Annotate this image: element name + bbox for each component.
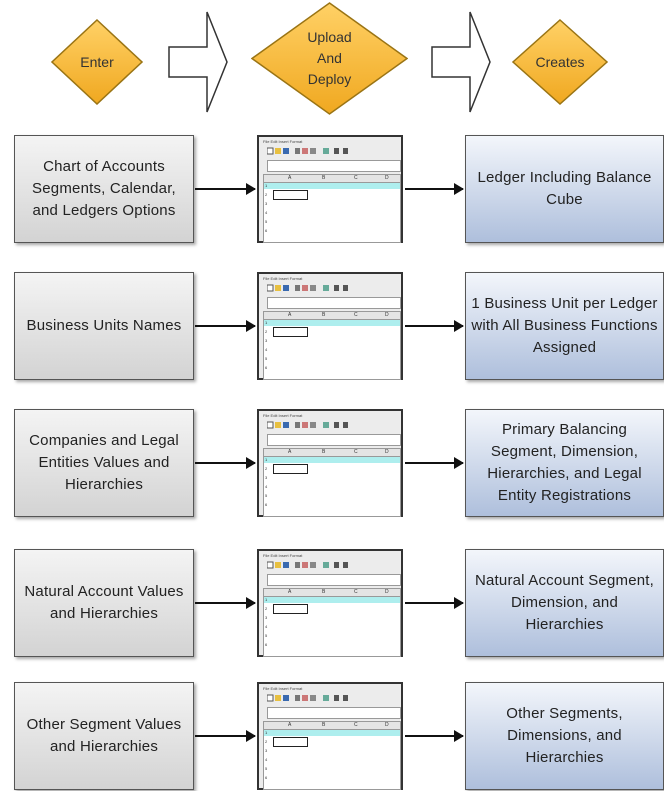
selected-cell	[273, 464, 308, 474]
spreadsheet-icon-4: File Edit Insert Format A B C D 1 2 3 4 …	[257, 549, 403, 657]
spreadsheet-icon-3: File Edit Insert Format A B C D 1 2 3 4 …	[257, 409, 403, 517]
sheet-grid: A B C D 1 2 3 4 5 6	[263, 174, 401, 243]
input-box-1: Chart of Accounts Segments, Calendar, an…	[14, 135, 194, 243]
input-box-3: Companies and Legal Entities Values and …	[14, 409, 194, 517]
output-box-5: Other Segments, Dimensions, and Hierarch…	[465, 682, 664, 790]
toolbar-icons	[267, 147, 348, 155]
formula-bar	[267, 160, 401, 172]
diamond-enter: Enter	[51, 19, 143, 105]
big-arrow-1	[168, 11, 228, 113]
formula-bar	[267, 707, 401, 719]
diamond-shape	[251, 2, 408, 115]
input-box-5: Other Segment Values and Hierarchies	[14, 682, 194, 790]
output-box-1: Ledger Including Balance Cube	[465, 135, 664, 243]
output-box-3: Primary Balancing Segment, Dimension, Hi…	[465, 409, 664, 517]
connector-arrow-1a	[195, 183, 256, 195]
sheet-grid: A B C D 1 2 3 4 5 6	[263, 588, 401, 657]
spreadsheet-icon-1: File Edit Insert Format A B C D 1 2 3 4 …	[257, 135, 403, 243]
connector-arrow-3b	[405, 457, 464, 469]
toolbar-icons	[267, 561, 348, 569]
spreadsheet-menu: File Edit Insert Format	[263, 276, 303, 281]
input-box-2: Business Units Names	[14, 272, 194, 380]
spreadsheet-icon-5: File Edit Insert Format A B C D 1 2 3 4 …	[257, 682, 403, 790]
diamond-shape	[51, 19, 143, 105]
toolbar-icons	[267, 284, 348, 292]
diamond-shape	[512, 19, 608, 105]
diamond-upload: Upload And Deploy	[251, 2, 408, 115]
toolbar-icons	[267, 421, 348, 429]
diamond-label-upload: Upload And Deploy	[307, 29, 352, 87]
formula-bar	[267, 574, 401, 586]
connector-arrow-2a	[195, 320, 256, 332]
spreadsheet-menu: File Edit Insert Format	[263, 686, 303, 691]
connector-arrow-5a	[195, 730, 256, 742]
selected-cell	[273, 737, 308, 747]
diamond-creates: Creates	[512, 19, 608, 105]
spreadsheet-menu: File Edit Insert Format	[263, 139, 303, 144]
sheet-grid: A B C D 1 2 3 4 5 6	[263, 448, 401, 517]
diamond-label-creates: Creates	[535, 53, 585, 70]
spreadsheet-icon-2: File Edit Insert Format A B C D 1 2 3 4 …	[257, 272, 403, 380]
connector-arrow-1b	[405, 183, 464, 195]
big-arrow-2	[431, 11, 491, 113]
sheet-grid: A B C D 1 2 3 4 5 6	[263, 311, 401, 380]
connector-arrow-4b	[405, 597, 464, 609]
formula-bar	[267, 297, 401, 309]
spreadsheet-menu: File Edit Insert Format	[263, 413, 303, 418]
sheet-grid: A B C D 1 2 3 4 5 6	[263, 721, 401, 790]
diamond-label-enter: Enter	[80, 53, 114, 70]
connector-arrow-4a	[195, 597, 256, 609]
connector-arrow-3a	[195, 457, 256, 469]
connector-arrow-5b	[405, 730, 464, 742]
formula-bar	[267, 434, 401, 446]
selected-cell	[273, 327, 308, 337]
connector-arrow-2b	[405, 320, 464, 332]
spreadsheet-menu: File Edit Insert Format	[263, 553, 303, 558]
selected-cell	[273, 190, 308, 200]
toolbar-icons	[267, 694, 348, 702]
input-box-4: Natural Account Values and Hierarchies	[14, 549, 194, 657]
selected-cell	[273, 604, 308, 614]
output-box-4: Natural Account Segment, Dimension, and …	[465, 549, 664, 657]
output-box-2: 1 Business Unit per Ledger with All Busi…	[465, 272, 664, 380]
